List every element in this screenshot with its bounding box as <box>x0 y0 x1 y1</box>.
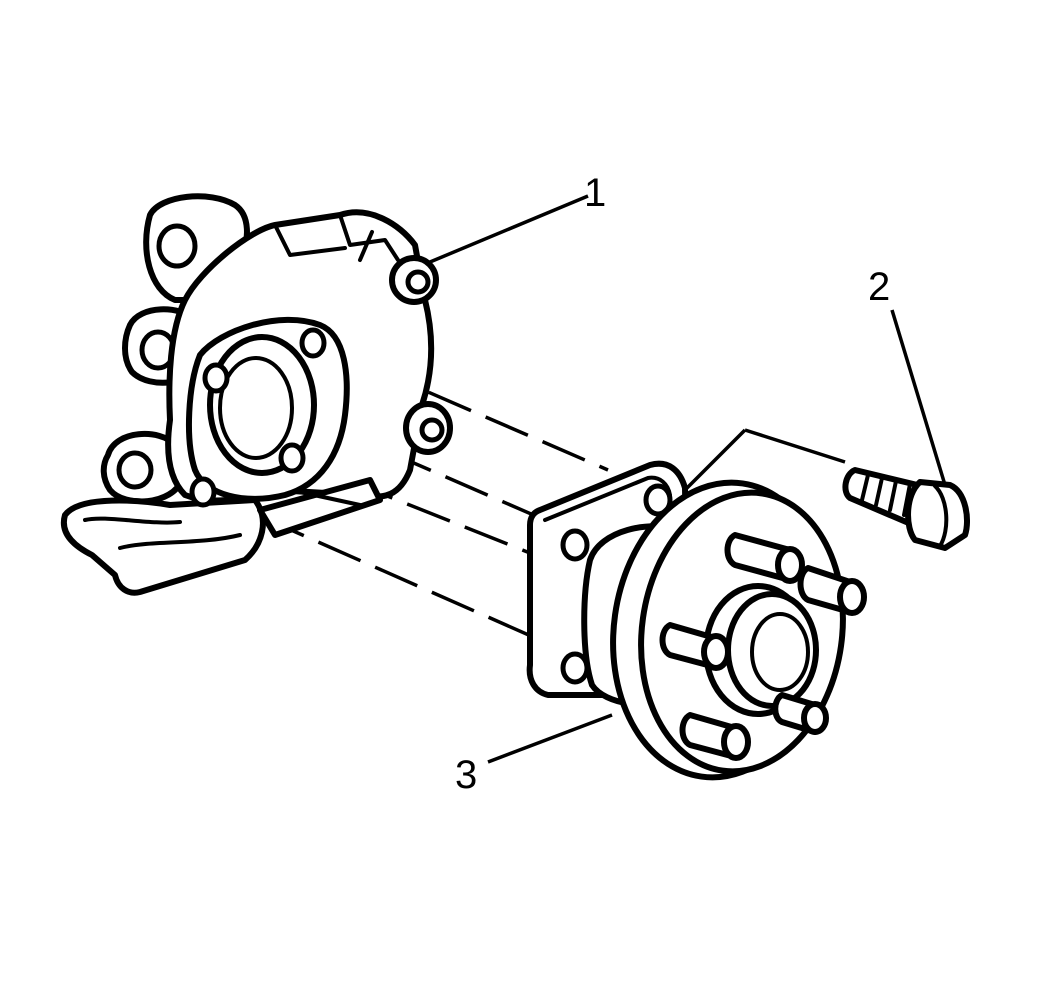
callout-leaders <box>429 194 947 764</box>
steering-knuckle <box>60 193 453 596</box>
hub-bolt <box>842 467 971 551</box>
hub-bearing-assembly <box>526 460 867 781</box>
callout-label-1: 1 <box>584 171 606 215</box>
callout-label-2: 2 <box>868 265 890 309</box>
callout-label-3: 3 <box>455 753 477 797</box>
wheel-studs <box>659 532 867 761</box>
